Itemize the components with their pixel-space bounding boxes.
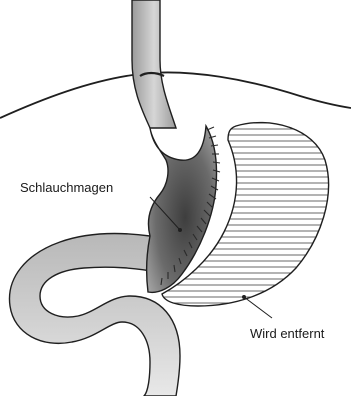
removed-portion-label: Wird entfernt <box>250 326 325 341</box>
esophagus <box>132 0 176 128</box>
removed-label-leader <box>244 297 272 318</box>
sleeve-stomach-label: Schlauchmagen <box>20 180 113 195</box>
removed-label-dot <box>242 295 246 299</box>
diaphragm-line <box>0 72 351 118</box>
sleeve-label-dot <box>178 228 182 232</box>
